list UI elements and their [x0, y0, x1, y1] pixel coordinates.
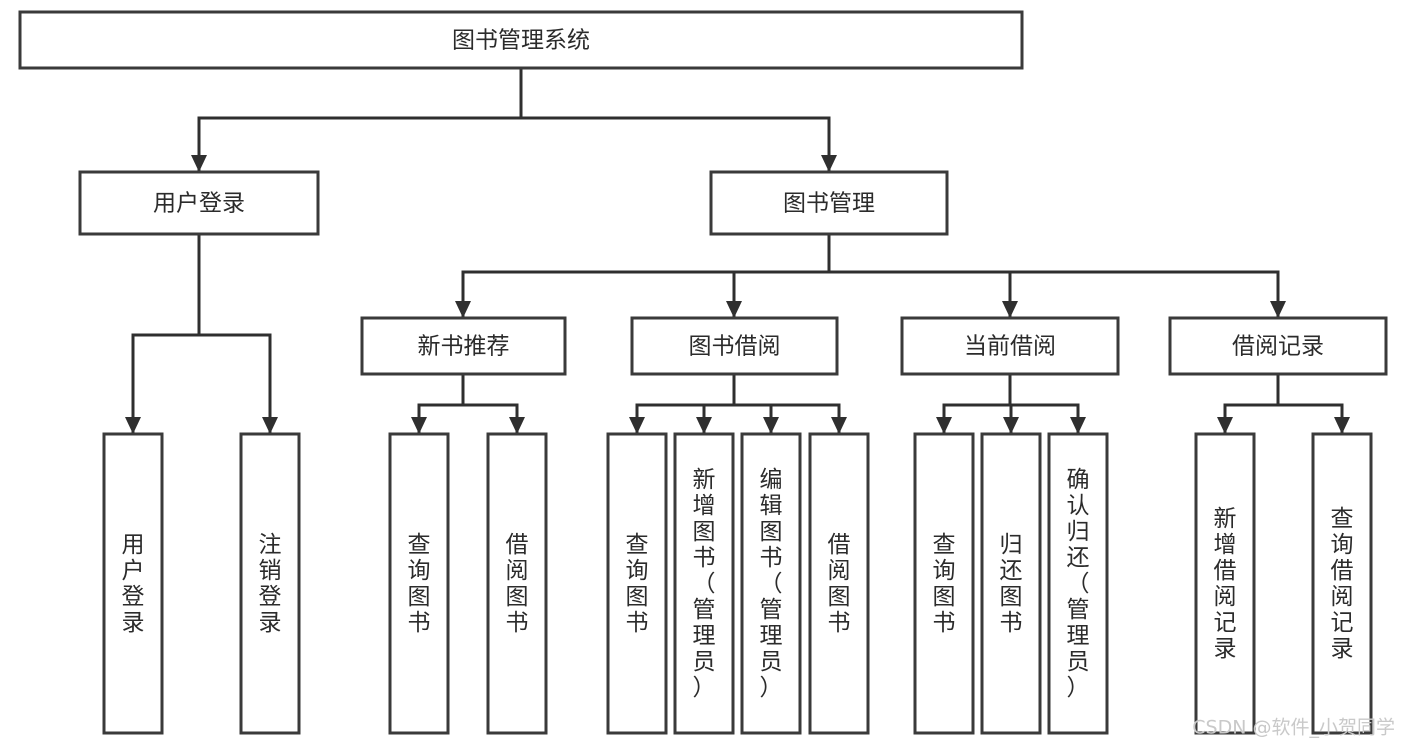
node-box[interactable]: [606, 432, 668, 735]
node-leaf-borrow-book-recommend[interactable]: 借阅图书: [486, 432, 548, 735]
arrow-head-icon: [125, 417, 141, 434]
node-label: 新增借阅记录: [1214, 506, 1237, 662]
node-leaf-return-book[interactable]: 归还图书: [980, 432, 1042, 735]
node-label: 编辑图书（管理员）: [760, 467, 783, 701]
csdn-watermark: CSDN @软件_小贺同学: [1192, 717, 1395, 739]
arrow-head-icon: [1003, 417, 1019, 434]
node-label: 新书推荐: [418, 334, 510, 360]
node-label: 查询借阅记录: [1331, 506, 1354, 662]
arrow-head-icon: [1070, 417, 1086, 434]
arrow-head-icon: [696, 417, 712, 434]
arrow-head-icon: [455, 301, 471, 318]
node-label: 查询图书: [408, 532, 431, 636]
node-leaf-confirm-return-admin[interactable]: 确认归还（管理员）: [1047, 432, 1109, 735]
node-book-borrow[interactable]: 图书借阅: [630, 316, 839, 376]
connectors-layer: [125, 66, 1350, 435]
node-box[interactable]: [630, 316, 839, 376]
node-leaf-add-book-admin[interactable]: 新增图书（管理员）: [673, 432, 735, 735]
arrow-head-icon: [831, 417, 847, 434]
node-box[interactable]: [913, 432, 975, 735]
node-label: 用户登录: [122, 532, 145, 636]
node-box[interactable]: [1168, 316, 1388, 376]
node-label: 确认归还（管理员）: [1067, 467, 1090, 701]
node-label: 借阅图书: [506, 532, 529, 636]
node-label: 借阅图书: [828, 532, 851, 636]
node-label: 图书管理系统: [452, 28, 590, 54]
node-box[interactable]: [740, 432, 802, 735]
node-label: 用户登录: [153, 191, 245, 217]
node-box[interactable]: [900, 316, 1120, 376]
node-box[interactable]: [1194, 432, 1256, 735]
node-box[interactable]: [980, 432, 1042, 735]
node-label: 当前借阅: [964, 334, 1056, 360]
arrow-head-icon: [509, 417, 525, 434]
node-label: 注销登录: [259, 532, 282, 636]
node-box[interactable]: [1311, 432, 1373, 735]
arrow-head-icon: [1217, 417, 1233, 434]
node-leaf-query-borrow-record[interactable]: 查询借阅记录: [1311, 432, 1373, 735]
node-leaf-query-book-borrow[interactable]: 查询图书: [606, 432, 668, 735]
node-label: 归还图书: [1000, 532, 1023, 636]
node-book-management[interactable]: 图书管理: [709, 170, 949, 236]
node-leaf-edit-book-admin[interactable]: 编辑图书（管理员）: [740, 432, 802, 735]
node-leaf-borrow-book[interactable]: 借阅图书: [808, 432, 870, 735]
node-label: 新增图书（管理员）: [693, 467, 716, 701]
node-box[interactable]: [808, 432, 870, 735]
node-label: 查询图书: [933, 532, 956, 636]
node-leaf-query-book-recommend[interactable]: 查询图书: [388, 432, 450, 735]
node-user-login[interactable]: 用户登录: [78, 170, 320, 236]
node-label: 图书管理: [783, 191, 875, 217]
node-box[interactable]: [673, 432, 735, 735]
node-current-borrow[interactable]: 当前借阅: [900, 316, 1120, 376]
node-leaf-user-logout[interactable]: 注销登录: [239, 432, 301, 735]
node-borrow-record[interactable]: 借阅记录: [1168, 316, 1388, 376]
nodes-layer: 图书管理系统用户登录图书管理新书推荐图书借阅当前借阅借阅记录用户登录注销登录查询…: [18, 10, 1388, 735]
node-box[interactable]: [239, 432, 301, 735]
node-label: 借阅记录: [1232, 334, 1324, 360]
arrow-head-icon: [936, 417, 952, 434]
node-box[interactable]: [486, 432, 548, 735]
arrow-head-icon: [262, 417, 278, 434]
node-box[interactable]: [709, 170, 949, 236]
arrow-head-icon: [191, 155, 207, 172]
node-leaf-add-borrow-record[interactable]: 新增借阅记录: [1194, 432, 1256, 735]
node-box[interactable]: [102, 432, 164, 735]
arrow-head-icon: [411, 417, 427, 434]
node-box[interactable]: [360, 316, 567, 376]
arrow-head-icon: [1334, 417, 1350, 434]
node-box[interactable]: [388, 432, 450, 735]
arrow-head-icon: [629, 417, 645, 434]
node-box[interactable]: [18, 10, 1024, 70]
arrow-head-icon: [821, 155, 837, 172]
node-root[interactable]: 图书管理系统: [18, 10, 1024, 70]
arrow-head-icon: [1002, 301, 1018, 318]
node-box[interactable]: [1047, 432, 1109, 735]
arrow-head-icon: [1270, 301, 1286, 318]
node-label: 图书借阅: [689, 334, 781, 360]
node-leaf-user-login[interactable]: 用户登录: [102, 432, 164, 735]
arrow-head-icon: [726, 301, 742, 318]
arrow-head-icon: [763, 417, 779, 434]
node-box[interactable]: [78, 170, 320, 236]
node-leaf-query-book-current[interactable]: 查询图书: [913, 432, 975, 735]
node-label: 查询图书: [626, 532, 649, 636]
node-new-book-recommend[interactable]: 新书推荐: [360, 316, 567, 376]
